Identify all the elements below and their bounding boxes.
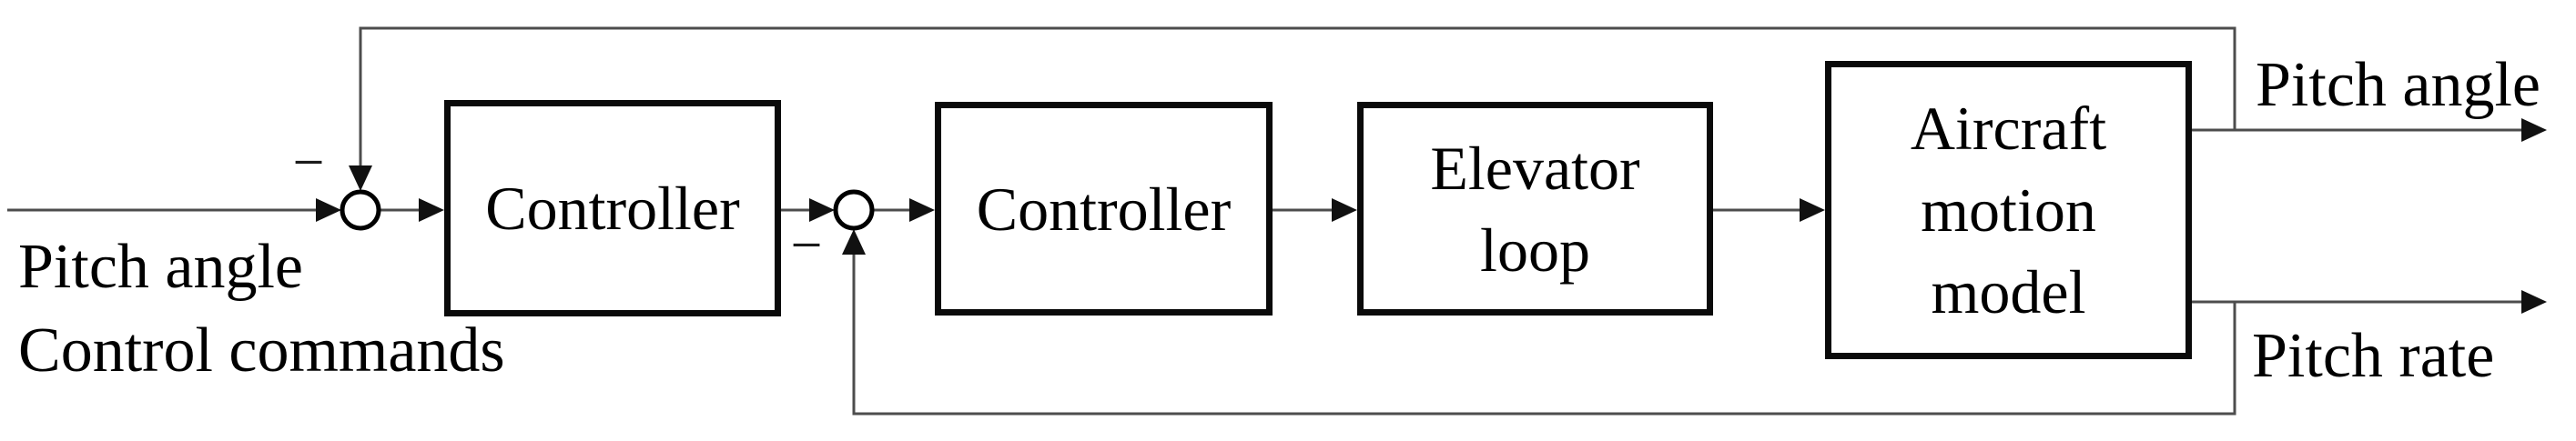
pitch-angle-output-label: Pitch angle — [2256, 50, 2541, 120]
arrowhead-pitch-angle-output — [2521, 118, 2547, 142]
summing-junction-inner — [833, 189, 875, 231]
arrowhead-pitch-rate-output — [2521, 290, 2547, 314]
minus-sign-outer-sum: − — [292, 131, 325, 194]
minus-sign-inner-sum: − — [790, 214, 823, 276]
pitch-rate-output-label: Pitch rate — [2252, 321, 2495, 391]
block-elevator-loop-label-line1: Elevator — [1430, 133, 1640, 203]
block-inner-controller-label: Controller — [976, 174, 1232, 244]
pitch-angle-feedback-line — [359, 26, 2236, 167]
arrowhead-feedback-into-sum2-bottom — [842, 229, 866, 255]
arrowhead-feedback-into-sum1-top — [349, 165, 372, 191]
arrowhead-into-aircraft — [1800, 198, 1825, 222]
arrowhead-into-controller2 — [909, 198, 935, 222]
arrowhead-into-sum1 — [316, 198, 341, 222]
arrowhead-into-sum2 — [809, 198, 835, 222]
summing-junction-outer — [340, 189, 381, 231]
block-elevator-loop: Elevator loop — [1357, 102, 1713, 316]
block-aircraft-label-line2: motion — [1921, 175, 2096, 245]
block-aircraft-label-line1: Aircraft — [1910, 94, 2107, 163]
pitch-rate-feedback-line — [852, 254, 2236, 416]
block-elevator-loop-label-line2: loop — [1480, 215, 1590, 285]
input-label-line2: Control commands — [18, 316, 505, 386]
block-aircraft-label-line3: model — [1931, 257, 2086, 326]
input-label: Pitch angle Control commands — [18, 226, 505, 393]
input-label-line1: Pitch angle — [18, 232, 303, 302]
arrowhead-into-elevator — [1332, 198, 1357, 222]
block-aircraft-motion-model: Aircraft motion model — [1825, 61, 2192, 359]
arrowhead-into-controller1 — [419, 198, 444, 222]
block-inner-controller: Controller — [935, 102, 1273, 316]
block-outer-controller-label: Controller — [485, 174, 740, 243]
block-outer-controller: Controller — [444, 100, 781, 316]
